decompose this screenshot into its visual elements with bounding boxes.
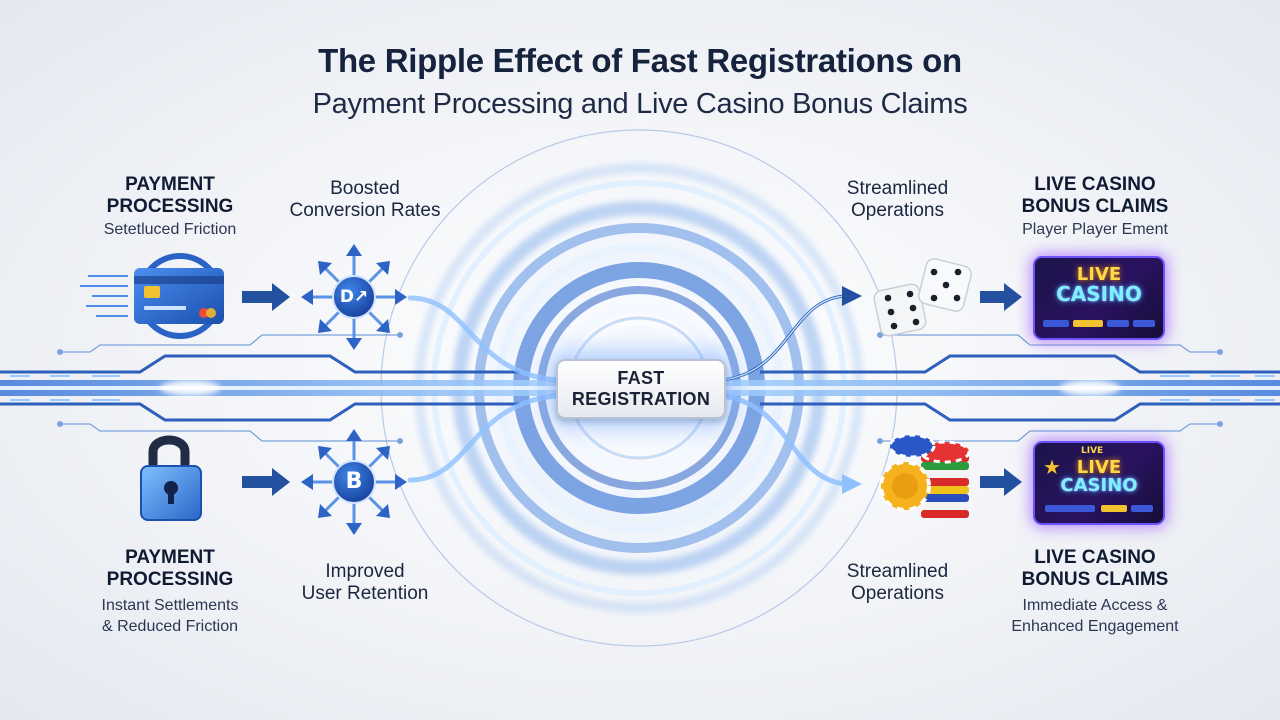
top-conversion-line1: Boosted: [330, 178, 400, 199]
card-top-bar: [1133, 320, 1155, 327]
lock-icon: [140, 435, 202, 521]
card-bottom-bar: [1101, 505, 1127, 512]
card-bottom-bar: [1045, 505, 1095, 512]
top-operations-line2: Operations: [851, 200, 944, 221]
dice-icon: [873, 258, 972, 337]
top-conversion-line2: Conversion Rates: [289, 200, 441, 221]
top-casino-heading-line1: LIVE CASINO: [1034, 174, 1156, 195]
top-operations-line1: Streamlined: [846, 178, 949, 199]
top-payment-heading: PAYMENT PROCESSING: [80, 174, 260, 218]
card-top-casino-word: CASINO: [1056, 282, 1142, 306]
top-payment-heading-line2: PROCESSING: [106, 196, 234, 217]
live-casino-card-top: LIVE CASINO: [1033, 256, 1165, 340]
bottom-retention-label: Improved User Retention: [255, 561, 475, 605]
casino-chips-icon: [879, 433, 971, 518]
top-casino-heading-line2: BONUS CLAIMS: [1021, 196, 1169, 217]
bottom-operations-line2: Operations: [851, 583, 944, 604]
diagram-title: The Ripple Effect of Fast Registrations …: [318, 42, 962, 79]
conversion-network-icon: [301, 244, 407, 350]
hub-label-line1: FAST: [617, 368, 665, 388]
bottom-payment-caption-line2: & Reduced Friction: [101, 618, 239, 635]
card-bottom-casino-word: CASINO: [1060, 475, 1138, 496]
arrow-icons: [242, 283, 1022, 496]
circuit-band: [0, 332, 1280, 444]
top-payment-heading-line1: PAYMENT: [125, 174, 215, 195]
flow-streams: [407, 294, 848, 487]
credit-card-icon: [80, 253, 224, 339]
bottom-casino-caption: Immediate Access & Enhanced Engagement: [985, 595, 1205, 637]
bottom-payment-heading-line2: PROCESSING: [106, 569, 234, 590]
bottom-retention-line1: Improved: [325, 561, 405, 582]
top-casino-caption: Player Player Ement: [1022, 221, 1168, 238]
bottom-payment-heading: PAYMENT PROCESSING: [80, 547, 260, 591]
card-bottom-bar: [1131, 505, 1153, 512]
fast-registration-hub: FAST REGISTRATION: [556, 359, 726, 419]
top-conversion-label: Boosted Conversion Rates: [255, 178, 475, 222]
bottom-casino-caption-line2: Enhanced Engagement: [1011, 618, 1179, 635]
bottom-casino-heading-line1: LIVE CASINO: [1034, 547, 1156, 568]
retention-network-icon: [301, 429, 407, 535]
arrow-icon: [842, 286, 862, 306]
hub-label-line2: REGISTRATION: [571, 389, 711, 409]
bottom-retention-line2: User Retention: [301, 583, 429, 604]
top-payment-caption: Setetluced Friction: [103, 221, 237, 238]
diagram-subtitle: Payment Processing and Live Casino Bonus…: [312, 88, 968, 120]
bottom-operations-label: Streamlined Operations: [800, 561, 995, 605]
arrow-icon: [242, 468, 290, 496]
top-operations-label: Streamlined Operations: [800, 178, 995, 222]
card-top-bar: [1073, 320, 1103, 327]
card-bottom-trophy-icon: ★: [1043, 457, 1061, 479]
card-top-bar: [1043, 320, 1069, 327]
bottom-payment-caption: Instant Settlements & Reduced Friction: [60, 595, 280, 637]
card-top-bar: [1107, 320, 1129, 327]
conversion-badge-label: D↗: [339, 287, 369, 307]
live-casino-card-bottom: LIVE ★ LIVE CASINO: [1033, 441, 1165, 525]
retention-badge-label: B: [345, 469, 363, 494]
bottom-casino-heading-line2: BONUS CLAIMS: [1021, 569, 1169, 590]
top-casino-heading: LIVE CASINO BONUS CLAIMS: [1000, 174, 1190, 218]
bottom-operations-line1: Streamlined: [846, 561, 949, 582]
arrow-icon: [842, 474, 862, 494]
card-bottom-live-word: LIVE: [1076, 457, 1122, 478]
arrow-icon: [242, 283, 290, 311]
arrow-icon: [980, 468, 1022, 496]
bottom-payment-caption-line1: Instant Settlements: [101, 597, 239, 614]
bottom-casino-caption-line1: Immediate Access &: [1022, 597, 1168, 614]
arrow-icon: [980, 283, 1022, 311]
card-bottom-tag: LIVE: [1081, 446, 1104, 456]
card-top-live-word: LIVE: [1076, 264, 1122, 285]
bottom-payment-heading-line1: PAYMENT: [125, 547, 215, 568]
bottom-casino-heading: LIVE CASINO BONUS CLAIMS: [1000, 547, 1190, 591]
